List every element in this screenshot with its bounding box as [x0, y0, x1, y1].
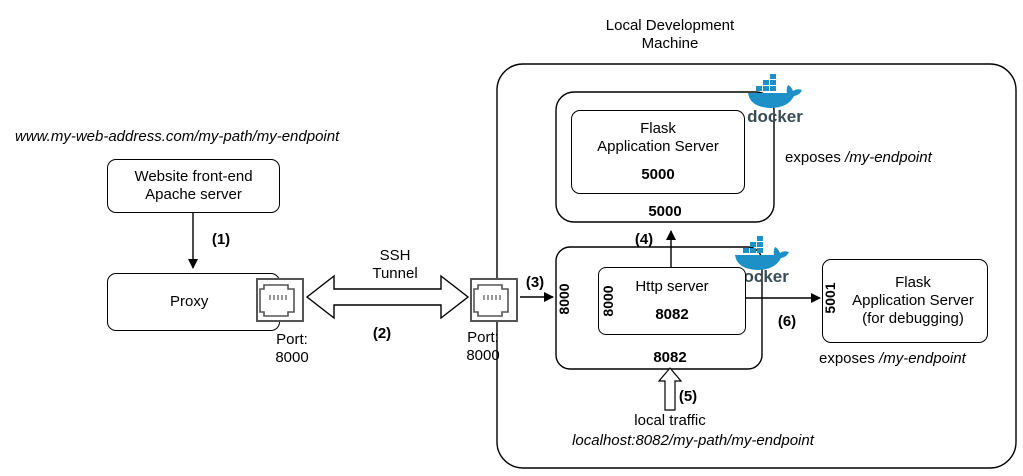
flask-debug-box: Flask Application Server (for debugging): [822, 259, 988, 343]
step1-label: (1): [211, 231, 231, 248]
proxy-label: Proxy: [170, 293, 209, 310]
flask-line2: Application Server: [597, 138, 719, 155]
flask-container-port: 5000: [648, 203, 682, 220]
localhost-url: localhost:8082/my-path/my-endpoint: [572, 432, 814, 449]
ssh-tunnel-label: SSH Tunnel: [360, 247, 430, 283]
flask-port-inner: 5000: [641, 166, 675, 183]
docker-wordmark-top: docker: [747, 107, 803, 126]
port-left-line2: 8000: [275, 349, 309, 366]
website-url: www.my-web-address.com/my-path/my-endpoi…: [15, 128, 340, 145]
flask-debug-line3: (for debugging): [862, 310, 964, 327]
exposes-bottom-endpoint: /my-endpoint: [879, 350, 966, 367]
local-machine-frame: [496, 63, 1017, 469]
flask-debug-line1: Flask: [895, 274, 931, 291]
exposes-top-prefix: exposes: [785, 149, 846, 166]
local-traffic-label: local traffic: [634, 412, 706, 429]
http-label: Http server: [635, 278, 709, 295]
exposes-top-label: exposes /my-endpoint: [785, 149, 985, 167]
http-side-port-outer: 8000: [556, 283, 572, 315]
port-left-label: Port: 8000: [262, 331, 322, 367]
arrow-step5: [657, 367, 683, 411]
port-right-label: Port: 8000: [453, 329, 513, 365]
http-container-port: 8082: [653, 349, 687, 366]
local-machine-title-line1: Local Development: [605, 17, 735, 34]
ssh-line2: Tunnel: [372, 265, 418, 282]
ethernet-port-icon-right: [470, 278, 518, 322]
flask-debug-line2: Application Server: [852, 292, 974, 309]
docker-logo-icon-top: [748, 74, 802, 108]
ssh-line1: SSH: [379, 247, 411, 264]
step4-label: (4): [634, 231, 654, 248]
local-machine-title-line2: Machine: [641, 35, 699, 52]
flask-app-box: Flask Application Server 5000: [571, 110, 745, 194]
docker-logo-icon-middle: [735, 236, 789, 270]
http-server-box: Http server 8082: [598, 267, 746, 335]
exposes-top-endpoint: /my-endpoint: [845, 149, 932, 166]
flask-line1: Flask: [640, 120, 676, 137]
step3-label: (3): [525, 274, 545, 291]
port-right-line1: Port:: [467, 329, 499, 346]
frontend-line1: Website front-end: [134, 168, 253, 185]
step5-label: (5): [678, 388, 698, 405]
ethernet-port-overlay-left: [256, 278, 304, 322]
flask-debug-side-port: 5001: [822, 282, 838, 314]
ssh-tunnel-arrow: [305, 274, 470, 320]
exposes-bottom-label: exposes /my-endpoint: [819, 350, 1019, 368]
exposes-bottom-prefix: exposes: [819, 350, 880, 367]
http-port-inner: 8082: [655, 306, 689, 323]
http-side-port-inner: 8000: [600, 285, 616, 317]
step2-label: (2): [372, 325, 392, 342]
docker-wordmark-middle: docker: [733, 267, 789, 286]
frontend-apache-box: Website front-end Apache server: [107, 159, 280, 213]
frontend-line2: Apache server: [145, 186, 242, 203]
port-right-line2: 8000: [466, 347, 500, 364]
port-left-line1: Port:: [276, 331, 308, 348]
step6-label: (6): [777, 313, 797, 330]
local-machine-title: Local Development Machine: [570, 17, 770, 53]
proxy-box: Proxy: [107, 273, 280, 331]
